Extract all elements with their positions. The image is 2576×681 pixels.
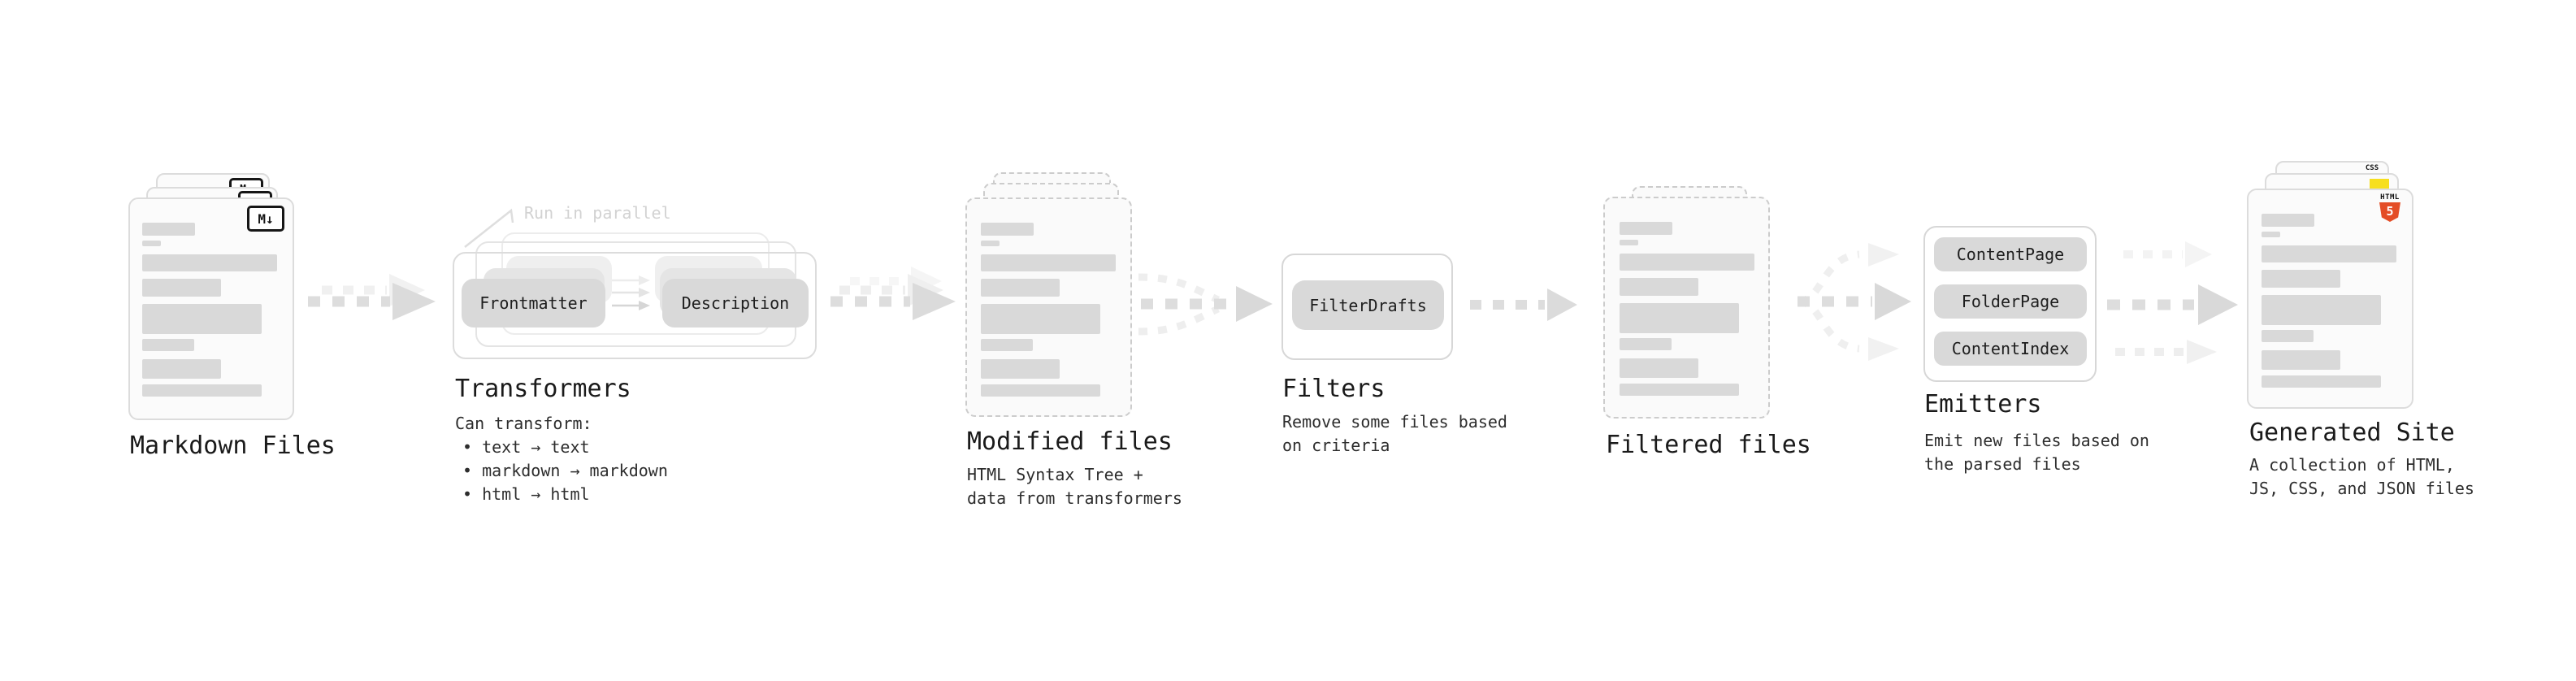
modified-desc-line: data from transformers: [967, 488, 1182, 508]
placeholder-bar: [981, 241, 1000, 246]
placeholder-bar: [142, 304, 262, 334]
stage-label-transformers: Transformers: [455, 375, 631, 403]
placeholder-bar: [1620, 240, 1638, 245]
placeholder-bar: [981, 359, 1060, 379]
placeholder-bar: [2262, 270, 2340, 288]
placeholder-bar: [142, 279, 221, 297]
stage-label-markdown-files: Markdown Files: [130, 432, 336, 460]
arrow-filtered-to-emitters-fork: [1798, 243, 1911, 361]
placeholder-bar: [142, 223, 195, 236]
filters-box: [1281, 254, 1453, 360]
markdown-icon: M↓: [247, 206, 284, 232]
emitter-pill-contentpage: ContentPage: [1934, 237, 2087, 271]
generated-desc-line: JS, CSS, and JSON files: [2249, 479, 2474, 498]
placeholder-bar: [142, 384, 262, 397]
transformers-description: Can transform: • text → text • markdown …: [455, 412, 668, 506]
filtered-file-card-front: [1603, 197, 1770, 419]
filter-pill-filterdrafts: FilterDrafts: [1292, 280, 1444, 330]
placeholder-bar: [981, 304, 1100, 334]
emitters-desc-line: the parsed files: [1924, 454, 2081, 474]
transformer-pill-frontmatter: Frontmatter: [462, 279, 605, 327]
emitter-pill-folderpage: FolderPage: [1934, 284, 2087, 319]
generated-site-description: A collection of HTML, JS, CSS, and JSON …: [2249, 453, 2474, 501]
run-in-parallel-annotation: Run in parallel: [524, 203, 671, 223]
placeholder-bar: [1620, 384, 1739, 396]
placeholder-bar: [1620, 358, 1698, 378]
placeholder-bar: [142, 339, 194, 351]
emitters-box: [1923, 226, 2097, 382]
markdown-file-card-front: M↓: [128, 197, 294, 420]
javascript-icon: [2370, 179, 2389, 189]
placeholder-bar: [2262, 245, 2396, 262]
placeholder-bar: [1620, 222, 1672, 235]
transformers-desc-title: Can transform:: [455, 414, 592, 433]
placeholder-bar: [981, 279, 1060, 297]
placeholder-bar: [2262, 232, 2280, 237]
placeholder-bar: [2262, 330, 2314, 342]
stage-label-generated-site: Generated Site: [2249, 419, 2455, 447]
placeholder-bar: [981, 384, 1100, 397]
doc-content-placeholder: [967, 199, 1130, 415]
arrow-modified-to-filters-merge: [1138, 273, 1273, 336]
placeholder-bar: [2262, 350, 2340, 370]
stage-label-emitters: Emitters: [1924, 390, 2042, 419]
stage-label-filtered-files: Filtered files: [1606, 431, 1811, 459]
transformer-box-front: [453, 252, 817, 359]
css-icon-label: CSS: [2365, 164, 2379, 172]
generated-file-card-front: HTML 5: [2247, 189, 2413, 409]
emitters-desc-line: Emit new files based on: [1924, 431, 2149, 450]
html5-icon: HTML 5: [2378, 194, 2402, 222]
transformers-bullet: • text → text: [462, 437, 590, 457]
placeholder-bar: [1620, 303, 1739, 333]
generated-desc-line: A collection of HTML,: [2249, 455, 2455, 475]
placeholder-bar: [981, 254, 1116, 271]
placeholder-bar: [142, 241, 161, 246]
modified-desc-line: HTML Syntax Tree +: [967, 465, 1143, 484]
doc-content-placeholder: [2249, 190, 2412, 407]
placeholder-bar: [2262, 295, 2381, 325]
placeholder-bar: [981, 339, 1033, 351]
arrow-filters-to-filtered: [1470, 288, 1577, 321]
transformers-bullet: • markdown → markdown: [462, 461, 668, 480]
placeholder-bar: [1620, 338, 1672, 350]
arrow-emitters-to-generated: [2107, 241, 2238, 364]
arrow-transformers-to-modified: [830, 267, 956, 320]
filters-desc-line: on criteria: [1282, 436, 1390, 455]
transformer-pill-description: Description: [662, 279, 809, 327]
placeholder-bar: [1620, 254, 1754, 271]
placeholder-bar: [142, 254, 277, 271]
modified-files-description: HTML Syntax Tree + data from transformer…: [967, 463, 1182, 510]
stage-label-modified-files: Modified files: [967, 427, 1173, 456]
placeholder-bar: [2262, 375, 2381, 388]
placeholder-bar: [981, 223, 1034, 236]
arrow-markdown-to-transformers: [308, 274, 436, 320]
placeholder-bar: [1620, 278, 1698, 296]
stage-label-filters: Filters: [1282, 375, 1386, 403]
emitters-description: Emit new files based on the parsed files: [1924, 429, 2149, 476]
html5-icon-label: HTML: [2380, 193, 2400, 202]
modified-file-card-front: [965, 197, 1132, 417]
placeholder-bar: [142, 359, 221, 379]
placeholder-bar: [2262, 214, 2314, 227]
emitter-pill-contentindex: ContentIndex: [1934, 332, 2087, 366]
filters-description: Remove some files based on criteria: [1282, 410, 1507, 458]
doc-content-placeholder: [130, 199, 293, 419]
filters-desc-line: Remove some files based: [1282, 412, 1507, 432]
transformers-bullet: • html → html: [462, 484, 590, 504]
doc-content-placeholder: [1605, 198, 1768, 417]
